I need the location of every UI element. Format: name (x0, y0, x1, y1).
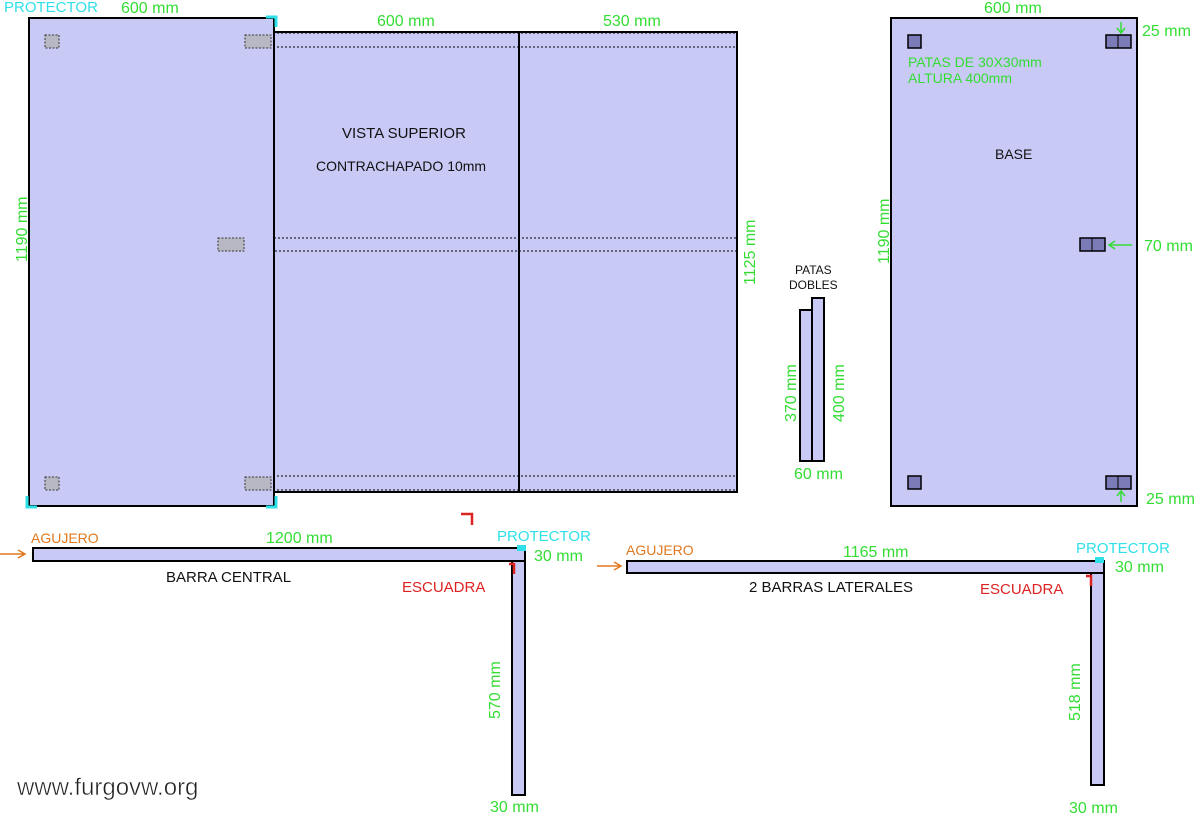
base-width-label: 600 mm (984, 0, 1042, 17)
fixed-panel (28, 17, 275, 507)
side-bars: AGUJERO 1165 mm PROTECTOR 30 mm 2 BARRAS… (597, 540, 1170, 816)
side-bracket-inner (1086, 574, 1093, 586)
base-panel (890, 17, 1138, 507)
leg-width-label: 60 mm (794, 466, 843, 483)
side-protector-label: PROTECTOR (1076, 540, 1170, 557)
leg-piece-long (811, 297, 825, 462)
side-bracket-label: ESCUADRA (980, 581, 1063, 598)
arrow-top-offset (1116, 22, 1126, 35)
base-middle-offset-label: 70 mm (1144, 238, 1193, 255)
foot-bottom-left (907, 475, 922, 490)
top-protector-label: PROTECTOR (4, 0, 98, 16)
central-bracket-inner (509, 562, 516, 574)
leg-height-a-label: 370 mm (783, 364, 800, 422)
protector-corner-br (266, 496, 278, 509)
hole-middle (217, 237, 245, 252)
central-length-label: 1200 mm (266, 530, 333, 547)
central-protector-mark (517, 545, 526, 551)
central-hole-label: AGUJERO (31, 530, 99, 546)
base-bottom-offset-label: 25 mm (1146, 491, 1195, 508)
width-right-label: 530 mm (603, 13, 661, 30)
leg-piece-short (799, 309, 813, 462)
watermark: www.furgovw.org (16, 774, 198, 801)
width-middle-label: 600 mm (377, 13, 435, 30)
height-left-label: 1190 mm (14, 196, 31, 262)
side-bar-horizontal (626, 560, 1105, 574)
protector-corner-tr (266, 15, 278, 27)
top-view: PROTECTOR 600 mm 600 mm 530 mm 1190 mm 1… (4, 0, 759, 509)
double-legs-title-2: DOBLES (789, 278, 838, 292)
side-hole-arrow (597, 561, 623, 571)
material-label: CONTRACHAPADO 10mm (316, 158, 486, 174)
base-title: BASE (995, 146, 1032, 162)
side-length-label: 1165 mm (843, 544, 909, 561)
base-height-label: 1190 mm (876, 198, 893, 264)
base-legs-note-2: ALTURA 400mm (908, 70, 1012, 86)
central-bracket-top (461, 512, 474, 525)
side-leg-width-label: 30 mm (1069, 800, 1118, 816)
base-legs-note-1: PATAS DE 30X30mm (908, 54, 1042, 70)
extension-panel (273, 31, 738, 493)
side-protector-size-label: 30 mm (1115, 559, 1164, 576)
base-top-offset-label: 25 mm (1142, 23, 1191, 40)
protector-corner-bl (25, 496, 37, 509)
central-hole-arrow (0, 549, 27, 559)
side-bars-name: 2 BARRAS LATERALES (749, 579, 913, 596)
central-bar-vertical (511, 560, 526, 796)
central-bar-name: BARRA CENTRAL (166, 569, 291, 586)
double-legs-title-1: PATAS (795, 263, 832, 277)
central-bar-horizontal (32, 547, 526, 562)
base-view: 600 mm 1190 mm 25 mm 70 mm 25 mm PATAS D… (876, 0, 1195, 508)
central-leg-length-label: 570 mm (487, 661, 504, 719)
central-protector-size-label: 30 mm (534, 548, 583, 565)
arrow-middle-offset (1107, 240, 1132, 250)
hole-top-left (44, 34, 60, 49)
hole-top-right (244, 34, 272, 49)
side-bar-vertical (1090, 572, 1105, 786)
foot-top-left (907, 34, 922, 49)
central-bracket-label: ESCUADRA (402, 579, 485, 596)
side-hole-label: AGUJERO (626, 542, 694, 558)
double-legs: PATAS DOBLES 370 mm 400 mm 60 mm (783, 263, 848, 483)
hole-bottom-right (244, 476, 272, 491)
central-leg-width-label: 30 mm (490, 799, 539, 816)
central-protector-label: PROTECTOR (497, 528, 591, 545)
central-bar: AGUJERO 1200 mm PROTECTOR 30 mm BARRA CE… (0, 512, 591, 816)
arrow-bottom-offset (1116, 489, 1126, 502)
width-left-label: 600 mm (121, 0, 179, 17)
hole-bottom-left (44, 476, 60, 491)
side-leg-length-label: 518 mm (1067, 663, 1084, 721)
leg-height-b-label: 400 mm (831, 364, 848, 422)
height-right-label: 1125 mm (742, 219, 759, 285)
side-protector-mark (1095, 557, 1104, 563)
top-view-title: VISTA SUPERIOR (342, 125, 466, 142)
